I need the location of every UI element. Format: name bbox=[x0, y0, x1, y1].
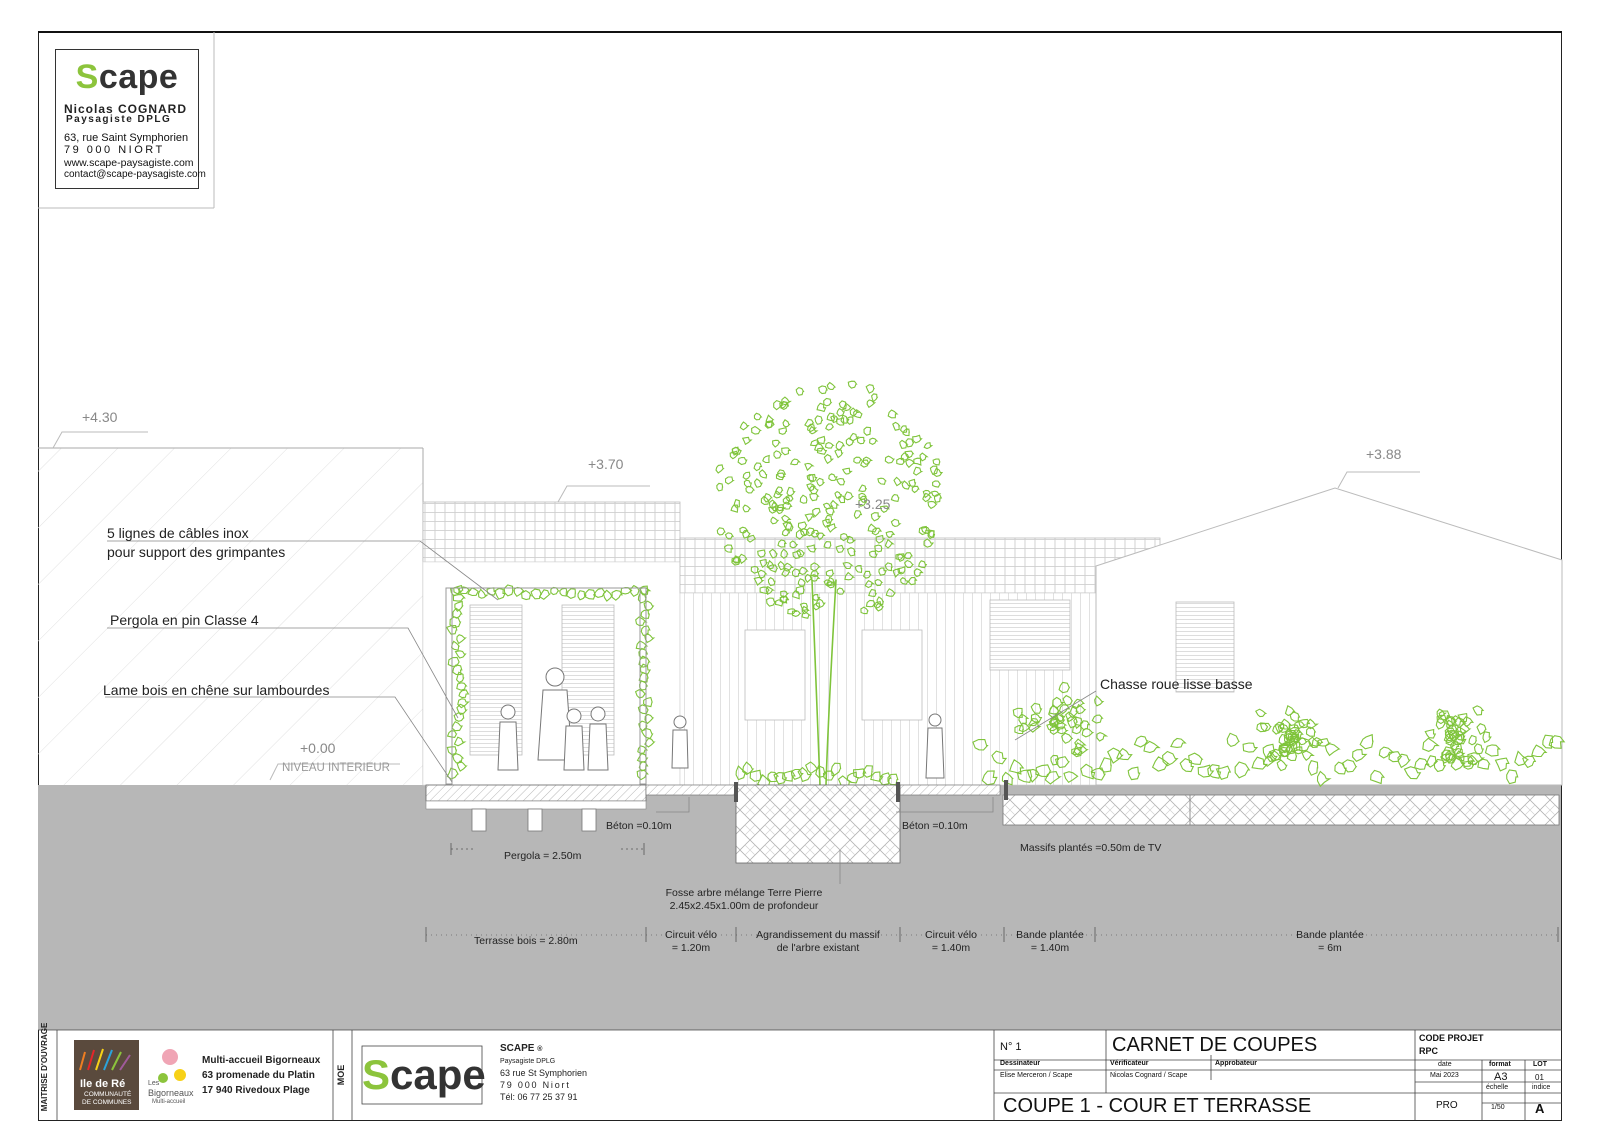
brand-letter-s: S bbox=[75, 58, 99, 96]
dim-circuit-2-line-1: Circuit vélo bbox=[925, 929, 977, 941]
echelle-label: échelle bbox=[1486, 1084, 1509, 1091]
level-markers bbox=[52, 431, 1420, 781]
logo-address-1: 63, rue Saint Symphorien bbox=[64, 132, 189, 144]
logo-address-2: 79 000 NIORT bbox=[64, 144, 165, 156]
client-logo-sub-1: COMMUNAUTÉ bbox=[84, 1091, 132, 1098]
client-line-1: Multi-accueil Bigorneaux bbox=[202, 1055, 321, 1066]
logo-title: Paysagiste DPLG bbox=[66, 114, 172, 125]
format-value: A3 bbox=[1494, 1071, 1508, 1083]
client-logo-sub-2: DE COMMUNES bbox=[82, 1099, 132, 1106]
dim-agrandissement-line-2: de l'arbre existant bbox=[776, 942, 860, 954]
dim-circuit-1-line-2: = 1.20m bbox=[671, 942, 711, 954]
client-line-3: 17 940 Rivedoux Plage bbox=[202, 1085, 310, 1096]
terrace-structure bbox=[425, 784, 1001, 832]
dim-pergola: Pergola = 2.50m bbox=[504, 850, 582, 862]
left-building bbox=[38, 447, 424, 785]
logo-email: contact@scape-paysagiste.com bbox=[64, 169, 206, 180]
dim-circuit-1-line-1: Circuit vélo bbox=[665, 929, 717, 941]
client-line-2: 63 promenade du Platin bbox=[202, 1070, 315, 1081]
moe-name: SCAPE ® bbox=[500, 1043, 542, 1054]
indice-label: indice bbox=[1532, 1084, 1551, 1091]
verificateur-value: Nicolas Cognard / Scape bbox=[1110, 1072, 1188, 1079]
moe-registered-mark: ® bbox=[537, 1046, 543, 1053]
dim-circuit-2-line-2: = 1.40m bbox=[931, 942, 971, 954]
note-pergola: Pergola en pin Classe 4 bbox=[110, 612, 259, 628]
brand-letters-rest: cape bbox=[98, 58, 179, 96]
phase: PRO bbox=[1436, 1100, 1458, 1111]
right-building bbox=[1095, 487, 1563, 786]
dim-fosse-line-1: Fosse arbre mélange Terre Pierre bbox=[665, 887, 823, 899]
level-right-roof: +3.88 bbox=[1366, 446, 1402, 462]
code-projet-value: RPC bbox=[1419, 1046, 1439, 1056]
dim-bande-2-line-1: Bande plantée bbox=[1296, 929, 1364, 941]
client-logo-name: Ile de Ré bbox=[80, 1078, 126, 1090]
tree-pit bbox=[735, 784, 901, 864]
dim-massifs: Massifs plantés =0.50m de TV bbox=[1020, 842, 1162, 854]
tree bbox=[715, 380, 944, 786]
moe-brand-letter-s: S bbox=[362, 1051, 391, 1098]
planting-beds bbox=[734, 780, 1560, 826]
client-logo2-line-2: Bigorneaux bbox=[148, 1088, 194, 1098]
cartouche-maitrise-label: MAITRISE D'OUVRAGE bbox=[40, 1022, 49, 1112]
leader-lines bbox=[105, 540, 1097, 884]
logo-name: Nicolas COGNARD bbox=[64, 102, 188, 116]
client-logo2-line-1: Les bbox=[148, 1080, 160, 1087]
drawing-number: N° 1 bbox=[1000, 1041, 1022, 1053]
note-cables-line-1: 5 lignes de câbles inox bbox=[107, 525, 249, 541]
dessinateur-label: Dessinateur bbox=[1000, 1060, 1041, 1067]
dessinateur-value: Elise Merceron / Scape bbox=[1000, 1072, 1073, 1079]
verificateur-label: Vérificateur bbox=[1110, 1060, 1149, 1067]
level-left-roof: +4.30 bbox=[82, 409, 118, 425]
dim-agrandissement-line-1: Agrandissement du massif bbox=[756, 929, 880, 941]
echelle-value: 1/50 bbox=[1491, 1104, 1505, 1111]
moe-address-1: 63 rue St Symphorien bbox=[500, 1068, 588, 1078]
pergola-structure bbox=[445, 587, 647, 785]
moe-name-text: SCAPE bbox=[500, 1043, 535, 1054]
dim-bande-1-line-1: Bande plantée bbox=[1016, 929, 1084, 941]
dim-beton-right: Béton =0.10m bbox=[902, 820, 968, 832]
moe-address-2: 79 000 Niort bbox=[500, 1080, 571, 1090]
level-interior: +0.00 bbox=[300, 740, 336, 756]
note-chasse-roue: Chasse roue lisse basse bbox=[1100, 676, 1253, 692]
level-middle-roof: +3.25 bbox=[855, 496, 891, 512]
moe-wordmark: Scape bbox=[362, 1051, 486, 1098]
moe-title: Paysagiste DPLG bbox=[500, 1058, 556, 1065]
moe-brand-letters-rest: cape bbox=[390, 1051, 486, 1098]
dim-fosse-line-2: 2.45x2.45x1.00m de profondeur bbox=[669, 900, 819, 912]
dim-beton-left: Béton =0.10m bbox=[606, 820, 672, 832]
logo-website: www.scape-paysagiste.com bbox=[64, 157, 194, 169]
note-lame-bois: Lame bois en chêne sur lambourdes bbox=[103, 682, 330, 698]
people-figures bbox=[497, 667, 945, 779]
lot-label: LOT bbox=[1533, 1061, 1547, 1068]
indice-value: A bbox=[1535, 1101, 1545, 1116]
level-pergola-roof: +3.70 bbox=[588, 456, 624, 472]
dim-bande-2-line-2: = 6m bbox=[1318, 942, 1342, 954]
coupe-title: COUPE 1 - COUR ET TERRASSE bbox=[1003, 1095, 1312, 1117]
dim-terrasse: Terrasse bois = 2.80m bbox=[474, 935, 578, 947]
dimension-lines bbox=[425, 843, 1559, 942]
format-label: format bbox=[1489, 1061, 1511, 1068]
middle-building bbox=[679, 537, 1161, 786]
client-logo2-line-3: Multi-accueil bbox=[152, 1099, 186, 1105]
cartouche-moe-label: MOE bbox=[336, 1064, 346, 1086]
date-value: Mai 2023 bbox=[1430, 1072, 1459, 1079]
lot-value: 01 bbox=[1535, 1073, 1544, 1082]
client-logo-rays bbox=[79, 1048, 131, 1071]
title-block-frame bbox=[38, 1029, 1562, 1120]
dim-bande-1-line-2: = 1.40m bbox=[1030, 942, 1070, 954]
approbateur-label: Approbateur bbox=[1215, 1060, 1257, 1067]
level-interior-label: NIVEAU INTERIEUR bbox=[282, 762, 390, 774]
brand-wordmark: Scape bbox=[56, 58, 198, 97]
moe-tel: Tél: 06 77 25 37 91 bbox=[500, 1092, 578, 1102]
header-logo: Scape Nicolas COGNARD Paysagiste DPLG 63… bbox=[55, 49, 206, 189]
date-label: date bbox=[1438, 1061, 1452, 1068]
carnet-title: CARNET DE COUPES bbox=[1112, 1034, 1318, 1056]
note-cables-line-2: pour support des grimpantes bbox=[107, 544, 286, 560]
code-projet-label: CODE PROJET bbox=[1419, 1033, 1484, 1043]
